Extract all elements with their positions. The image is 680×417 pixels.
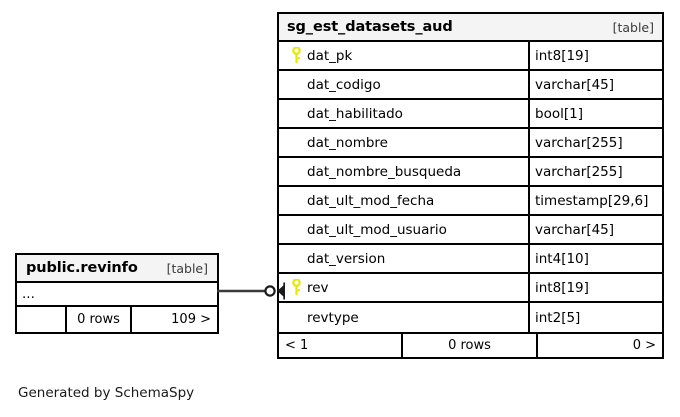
footer-parent-count[interactable]: < 1 xyxy=(279,334,403,357)
column-name: dat_pk xyxy=(307,47,353,64)
table-row[interactable]: dat_nombre varchar[255] xyxy=(279,129,662,158)
footer-child-count[interactable]: 0 > xyxy=(632,338,656,353)
table-header: public.revinfo [table] xyxy=(17,255,217,283)
table-row[interactable]: dat_nombre_busqueda varchar[255] xyxy=(279,158,662,187)
column-name: revtype xyxy=(307,309,359,326)
table-node-public-revinfo[interactable]: public.revinfo [table] ... 0 rows 109 > xyxy=(15,253,219,334)
column-name-cell: dat_nombre xyxy=(279,129,530,156)
column-name: dat_nombre xyxy=(307,134,388,151)
table-name: sg_est_datasets_aud xyxy=(287,19,453,35)
table-row[interactable]: revtype int2[5] xyxy=(279,303,662,332)
table-row[interactable]: dat_version int4[10] xyxy=(279,245,662,274)
column-name: dat_ult_mod_fecha xyxy=(307,192,435,209)
column-type: varchar[45] xyxy=(535,76,615,93)
table-type-tag: [table] xyxy=(612,19,654,35)
table-name: public.revinfo xyxy=(26,260,138,276)
column-name: rev xyxy=(307,279,329,296)
table-row[interactable]: dat_codigo varchar[45] xyxy=(279,71,662,100)
table-row[interactable]: dat_ult_mod_usuario varchar[45] xyxy=(279,216,662,245)
column-name-cell: dat_habilitado xyxy=(279,100,530,127)
schemaspy-credit-caption: Generated by SchemaSpy xyxy=(18,385,195,401)
table-row-rev[interactable]: rev int8[19] xyxy=(279,274,662,303)
column-name-cell: rev xyxy=(279,274,530,301)
primary-key-icon xyxy=(285,47,307,64)
column-type: int8[19] xyxy=(535,47,589,64)
table-row[interactable]: dat_pk int8[19] xyxy=(279,42,662,71)
column-name: dat_nombre_busqueda xyxy=(307,163,462,180)
column-type: timestamp[29,6] xyxy=(535,192,649,209)
column-name-cell: dat_ult_mod_usuario xyxy=(279,216,530,243)
column-name-cell: dat_ult_mod_fecha xyxy=(279,187,530,214)
footer-row-count: 0 rows xyxy=(403,334,538,357)
column-list: dat_pk int8[19] dat_codigo varchar[45] d… xyxy=(279,42,662,332)
footer-row-count: 0 rows xyxy=(67,307,132,332)
column-name: dat_habilitado xyxy=(307,105,403,122)
column-type: bool[1] xyxy=(535,105,583,122)
table-footer: < 1 0 rows 0 > xyxy=(279,332,662,357)
column-type: int8[19] xyxy=(535,279,589,296)
column-name: dat_version xyxy=(307,250,386,267)
column-name-cell: dat_codigo xyxy=(279,71,530,98)
column-name-cell: dat_nombre_busqueda xyxy=(279,158,530,185)
column-name-cell: revtype xyxy=(279,303,530,332)
column-name: dat_codigo xyxy=(307,76,381,93)
footer-child-count[interactable]: 109 > xyxy=(171,312,211,327)
footer-parent-count[interactable] xyxy=(17,307,67,332)
table-node-sg-est-datasets-aud[interactable]: sg_est_datasets_aud [table] dat_pk int8[… xyxy=(277,12,664,359)
column-type: varchar[255] xyxy=(535,163,623,180)
column-name: dat_ult_mod_usuario xyxy=(307,221,447,238)
column-type: varchar[45] xyxy=(535,221,615,238)
table-footer: 0 rows 109 > xyxy=(17,307,217,332)
table-header: sg_est_datasets_aud [table] xyxy=(279,14,662,42)
column-name-cell: dat_pk xyxy=(279,42,530,69)
table-row[interactable]: dat_ult_mod_fecha timestamp[29,6] xyxy=(279,187,662,216)
collapsed-columns-indicator[interactable]: ... xyxy=(17,283,217,307)
column-type: int4[10] xyxy=(535,250,589,267)
table-row[interactable]: dat_habilitado bool[1] xyxy=(279,100,662,129)
table-type-tag: [table] xyxy=(166,260,208,276)
column-type: int2[5] xyxy=(535,309,581,326)
primary-key-icon xyxy=(285,279,307,296)
column-name-cell: dat_version xyxy=(279,245,530,272)
column-type: varchar[255] xyxy=(535,134,623,151)
relationship-connector-revinfo-to-rev xyxy=(217,282,285,300)
